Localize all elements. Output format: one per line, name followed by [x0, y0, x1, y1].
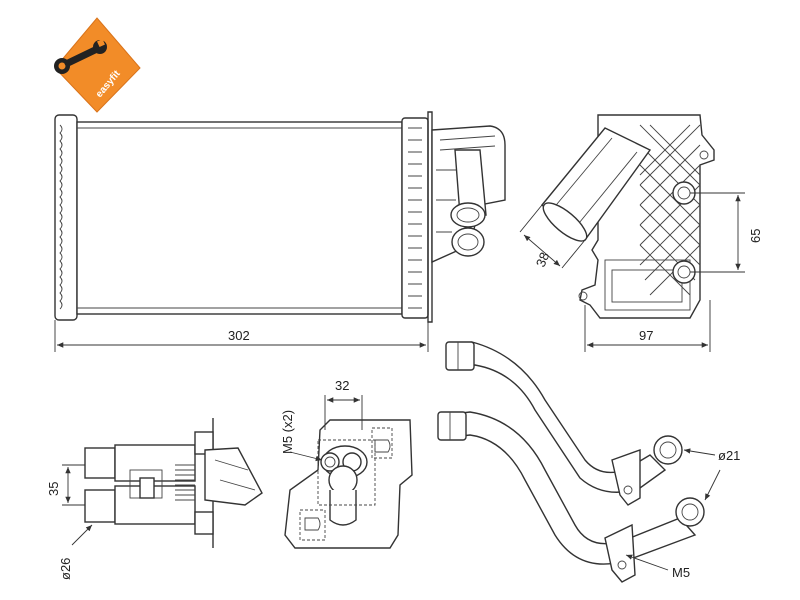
- pipe-assembly: [437, 341, 705, 583]
- label-outlet-spacing: 65: [748, 229, 763, 243]
- label-outlet-angle-offset: 38: [533, 250, 552, 269]
- logo-diamond: [54, 17, 141, 113]
- pipe-side-view: [84, 418, 263, 548]
- heater-core-front-view: [54, 111, 506, 323]
- heater-side-view: [541, 114, 715, 319]
- callout-pipe-diameter-right: ø21: [683, 448, 740, 501]
- dimension-core-width: 302: [54, 320, 429, 352]
- dimension-outlet-angle-offset: 38: [519, 204, 586, 269]
- callout-pipe-diameter-left: ø26: [58, 524, 93, 580]
- label-flange-width: 32: [335, 378, 349, 393]
- dimension-outlet-spacing: 65: [690, 192, 763, 273]
- dimension-flange-width: 32: [324, 378, 363, 430]
- label-pipe-diameter-right: ø21: [718, 448, 740, 463]
- label-bracket-bolt: M5: [672, 565, 690, 580]
- callout-bracket-bolt: M5: [625, 554, 690, 580]
- dimension-pipe-spacing: 35: [46, 464, 85, 506]
- label-pipe-diameter-left: ø26: [58, 558, 73, 580]
- easyfit-logo: easyfit: [54, 17, 141, 113]
- wrench-icon: [54, 39, 107, 74]
- callout-flange-bolt: M5 (x2): [280, 410, 323, 462]
- label-pipe-spacing: 35: [46, 482, 61, 496]
- flange-view: [284, 419, 413, 549]
- dimension-bracket-depth: 97: [584, 300, 711, 352]
- label-core-width: 302: [228, 328, 250, 343]
- label-bracket-depth: 97: [639, 328, 653, 343]
- label-flange-bolt: M5 (x2): [280, 410, 295, 454]
